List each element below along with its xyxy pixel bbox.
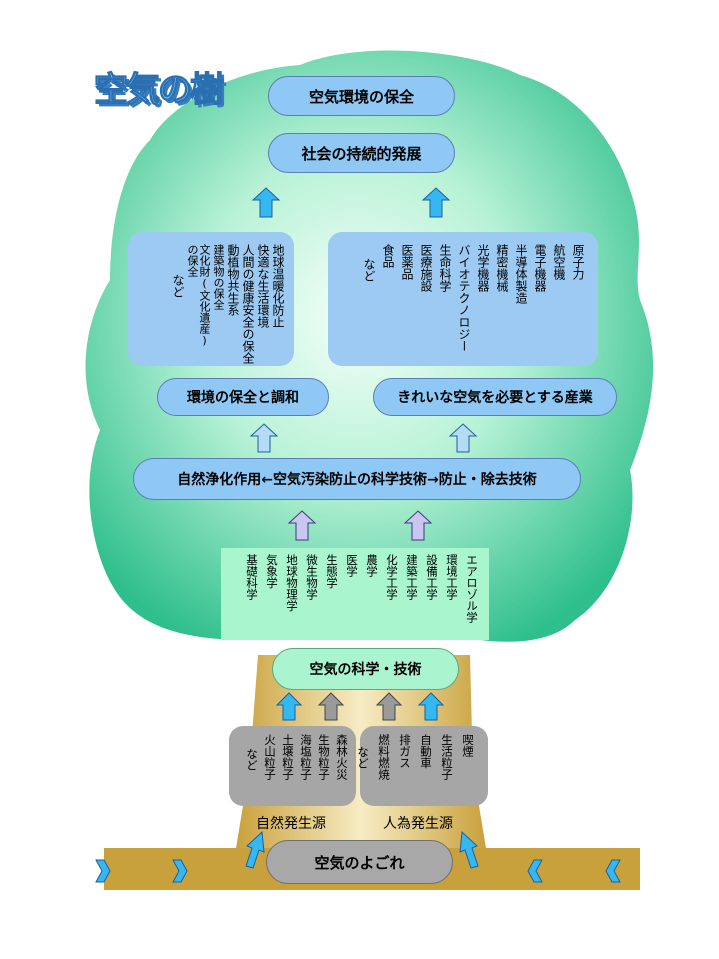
natural-source-item: 海塩粒子	[299, 734, 313, 780]
up-arrow-left-top	[251, 187, 281, 218]
human-source-label: 人為発生源	[383, 816, 453, 832]
science-item: 基礎科学	[245, 554, 259, 600]
natural-source-item: 火山粒子	[263, 734, 277, 780]
diagonal-arrow-right	[459, 830, 479, 869]
right-panel-item: 航空機	[552, 244, 566, 280]
right-industries-panel: 原子力 航空機 電子機器 半導体製造 精密機械 光学機器 バイオテクノロジー 生…	[328, 232, 598, 366]
ground-chevron-1	[95, 859, 111, 883]
up-arrow-trunk-1	[275, 692, 303, 721]
science-item: 生態学	[325, 554, 339, 589]
ground-chevron-4	[605, 859, 621, 883]
air-science-technology-pill: 空気の科学・技術	[272, 648, 459, 690]
ground-chevron-3	[527, 859, 543, 883]
science-item: エアロゾル学	[465, 554, 479, 623]
up-arrow-trunk-3	[375, 692, 403, 721]
right-panel-item: 医薬品	[400, 244, 414, 280]
science-item: 気象学	[265, 554, 279, 589]
natural-source-label: 自然発生源	[256, 816, 326, 832]
human-source-item: 喫煙	[461, 734, 475, 757]
diagonal-arrow-left	[245, 830, 265, 869]
left-panel-item: 快適な生活環境	[256, 244, 270, 328]
clean-air-industry-label: きれいな空気を必要とする産業	[397, 390, 593, 406]
up-arrow-left-lower	[287, 510, 317, 541]
sciences-panel: エアロゾル学 環境工学 設備工学 建築工学 化学工学 農学 医学 生態学 微生物…	[221, 548, 489, 640]
left-panel-item: 動植物共生系	[226, 244, 240, 316]
up-arrow-right-top	[421, 187, 451, 218]
science-item: 微生物学	[305, 554, 319, 600]
up-arrow-left-mid	[249, 423, 279, 453]
up-arrow-trunk-4	[417, 692, 445, 721]
environment-harmony-label: 環境の保全と調和	[187, 390, 299, 406]
second-goal-label: 社会の持続的発展	[301, 144, 422, 163]
science-item: 設備工学	[425, 554, 439, 600]
top-goal-label: 空気環境の保全	[308, 87, 414, 106]
left-benefits-panel: 地球温暖化防止 快適な生活環境 人間の健康安全の保全 動植物共生系 建築物の保全…	[128, 232, 294, 366]
natural-source-item: 生物粒子	[317, 734, 331, 780]
right-panel-item: 医療施設	[419, 244, 433, 292]
air-pollution-prevention-label: 自然浄化作用←空気汚染防止の科学技術→防止・除去技術	[177, 472, 537, 488]
right-panel-item: 精密機械	[495, 244, 509, 292]
right-panel-item: 半導体製造	[514, 244, 528, 304]
environment-harmony-pill: 環境の保全と調和	[157, 378, 329, 416]
science-item: 化学工学	[385, 554, 399, 600]
air-pollution-label: 空気のよごれ	[314, 853, 405, 872]
right-panel-item: 原子力	[571, 244, 585, 280]
left-panel-item: 地球温暖化防止	[271, 244, 285, 328]
diagram-title: 空気の樹	[93, 69, 224, 110]
clean-air-industry-pill: きれいな空気を必要とする産業	[373, 378, 617, 416]
right-panel-item: 電子機器	[533, 244, 547, 292]
human-source-item: 燃料燃焼	[377, 734, 391, 780]
natural-sources-panel: 森林火災 生物粒子 海塩粒子 土壌粒子 火山粒子 など	[229, 726, 356, 806]
human-source-item: 生活粒子	[440, 734, 454, 780]
science-item: 建築工学	[405, 554, 419, 600]
ground-chevron-2	[172, 859, 188, 883]
left-panel-item: 人間の健康安全の保全	[241, 244, 255, 364]
natural-source-item: 土壌粒子	[281, 734, 295, 780]
left-panel-item: など	[171, 274, 185, 298]
human-sources-panel: 喫煙 生活粒子 自動車 排ガス 燃料燃焼 など	[356, 726, 488, 806]
human-source-item: 自動車	[419, 734, 433, 769]
air-pollution-prevention-pill: 自然浄化作用←空気汚染防止の科学技術→防止・除去技術	[133, 458, 581, 500]
top-goal-pill: 空気環境の保全	[268, 76, 455, 116]
right-panel-item: 光学機器	[476, 244, 490, 292]
human-source-item: 排ガス	[398, 734, 412, 769]
up-arrow-trunk-2	[317, 692, 345, 721]
science-item: 地球物理学	[285, 554, 299, 612]
natural-source-item: 森林火災	[335, 734, 349, 780]
right-panel-item: バイオテクノロジー	[457, 244, 471, 352]
up-arrow-right-lower	[403, 510, 433, 541]
science-item: 医学	[345, 554, 359, 577]
right-panel-item: 食品	[381, 244, 395, 268]
natural-source-item: など	[245, 748, 259, 771]
human-source-item: など	[356, 746, 370, 769]
left-panel-item: 文化財(文化遺産)の保全	[186, 244, 211, 347]
second-goal-pill: 社会の持続的発展	[268, 133, 455, 173]
air-pollution-pill: 空気のよごれ	[266, 840, 453, 884]
left-panel-item: 建築物の保全	[212, 244, 225, 310]
science-item: 農学	[365, 554, 379, 577]
right-panel-item: など	[362, 258, 376, 282]
up-arrow-right-mid	[448, 423, 478, 453]
right-panel-item: 生命科学	[438, 244, 452, 292]
air-science-technology-label: 空気の科学・技術	[309, 662, 422, 678]
science-item: 環境工学	[445, 554, 459, 600]
